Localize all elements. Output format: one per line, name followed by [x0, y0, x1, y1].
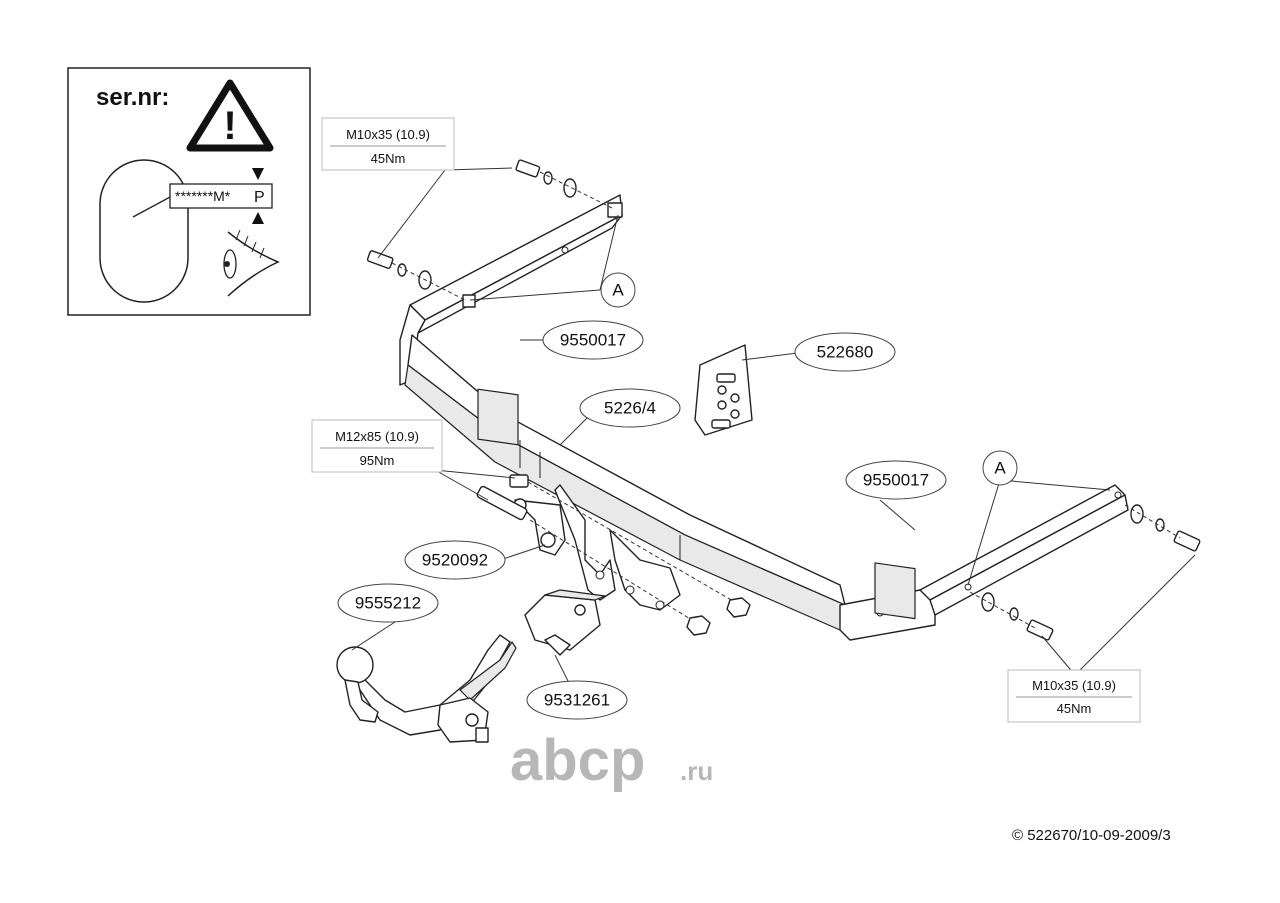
watermark-logo: abcp .ru [510, 728, 713, 793]
nut-1 [726, 597, 751, 618]
bolt-bag-522680 [694, 344, 753, 436]
lock-socket-9531261 [524, 589, 606, 656]
serial-number-panel: ser.nr: ! *******M* P [67, 67, 311, 316]
serial-plate-suffix: P [254, 189, 265, 206]
mount-bracket [554, 484, 681, 611]
callout-point-a-right: A [982, 450, 1018, 486]
callout-point-a-left: A [600, 272, 636, 308]
sidebag-left-box [477, 388, 519, 446]
copyright-text: © 522670/10-09-2009/3 [1012, 827, 1171, 844]
warning-triangle-icon: ! [186, 79, 274, 152]
spec-box-middle: M12x85 (10.9) 95Nm [311, 419, 443, 473]
svg-text:9550017: 9550017 [863, 470, 929, 489]
spec-middle-torque: 95Nm [360, 453, 395, 468]
eye-icon [223, 229, 280, 297]
callout-ball: 9555212 [337, 583, 439, 623]
callout-crossbar: 5226/4 [579, 388, 681, 428]
tow-ball-9555212 [336, 634, 517, 743]
bolt-set-middle [476, 474, 751, 636]
svg-text:.ru: .ru [680, 756, 713, 786]
sidebag-right-box [874, 562, 916, 620]
serial-label: ser.nr: [96, 84, 169, 111]
nut-2 [686, 615, 711, 636]
callout-lock-socket: 9531261 [526, 680, 628, 720]
serial-plate-text: *******M* [175, 188, 231, 204]
spec-top-bolt: M10x35 (10.9) [346, 127, 430, 142]
svg-text:A: A [994, 458, 1006, 477]
bolt-set-right [969, 504, 1201, 641]
spec-middle-bolt: M12x85 (10.9) [335, 429, 419, 444]
leader-lines [351, 167, 1196, 696]
svg-text:A: A [612, 280, 624, 299]
warning-symbol: ! [223, 104, 236, 148]
svg-text:abcp: abcp [510, 728, 645, 793]
callout-ball-holder: 9520092 [404, 540, 506, 580]
svg-text:522680: 522680 [817, 342, 874, 361]
svg-text:9555212: 9555212 [355, 593, 421, 612]
spec-box-top: M10x35 (10.9) 45Nm [321, 117, 455, 171]
serial-plate-outline: *******M* P [99, 159, 273, 303]
spec-right-torque: 45Nm [1057, 701, 1092, 716]
svg-text:9531261: 9531261 [544, 690, 610, 709]
callout-sidebag-right: 9550017 [845, 460, 947, 500]
spec-right-bolt: M10x35 (10.9) [1032, 678, 1116, 693]
bolt-set-top [366, 159, 623, 308]
callout-sidebag-left: 9550017 [542, 320, 644, 360]
svg-text:9520092: 9520092 [422, 550, 488, 569]
svg-text:5226/4: 5226/4 [604, 398, 656, 417]
spec-box-right: M10x35 (10.9) 45Nm [1007, 669, 1141, 723]
bolt-top-1 [515, 159, 623, 218]
spec-top-torque: 45Nm [371, 151, 406, 166]
svg-text:9550017: 9550017 [560, 330, 626, 349]
callout-bolt-bag: 522680 [794, 332, 896, 372]
